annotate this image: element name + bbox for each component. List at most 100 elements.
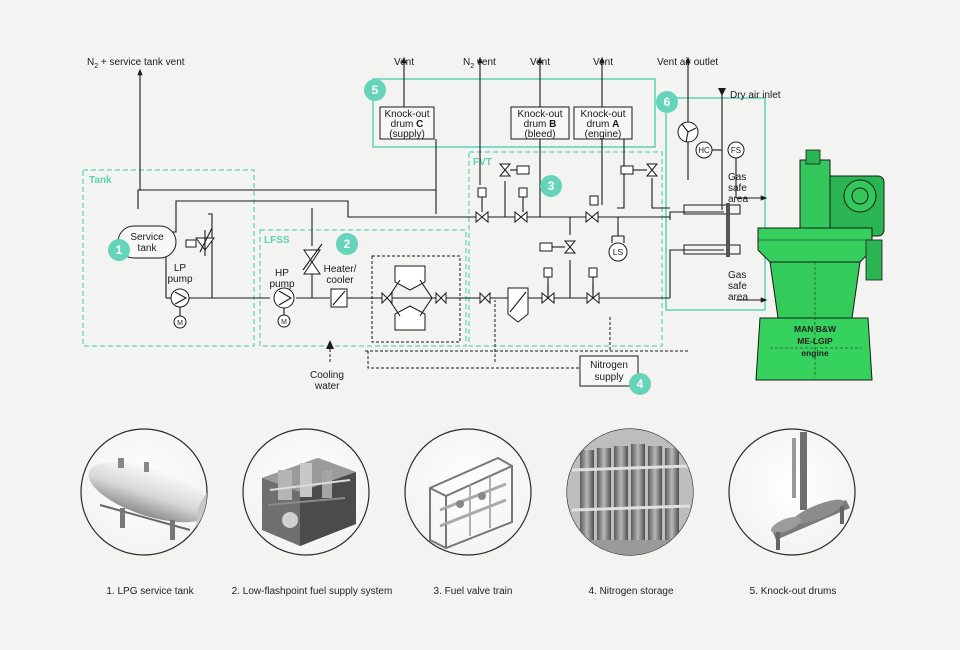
service-tank: Service tank (117, 225, 177, 259)
valve-icon (479, 291, 491, 305)
tank-zone-label: Tank (89, 175, 112, 186)
gas-safe-2-label-1: Gas (728, 270, 746, 281)
cooling-water-label-2: water (314, 381, 340, 392)
number-markers: 1 2 3 4 5 6 (108, 79, 678, 395)
photo-fuel-valve-train (404, 428, 532, 556)
photo-nitrogen-storage (566, 428, 694, 556)
valve-icon (586, 291, 600, 305)
vent-label-2: Vent (530, 57, 550, 68)
heater-label-1: Heater/ (324, 264, 357, 275)
dry-air-inlet-label: Dry air inlet (730, 90, 781, 101)
kod-b-label-3: (bleed) (524, 129, 555, 140)
marker-6-circle (656, 91, 678, 113)
kod-b-label-1: Knock-out (517, 109, 562, 120)
lfss-relief-valve (302, 243, 323, 275)
marker-3-circle (540, 175, 562, 197)
vent-labels: N2 + service tank vent Vent N2 vent Vent… (87, 57, 781, 392)
photo-captions: 1. LPG service tank 2. Low-flashpoint fu… (106, 586, 836, 597)
level-switch: LS (608, 235, 628, 262)
caption-3: 3. Fuel valve train (434, 586, 513, 597)
nitrogen-label-1: Nitrogen (590, 360, 628, 371)
engine-label-3: engine (801, 348, 829, 358)
knockout-drum-b: Knock-out drum B (bleed) (510, 106, 570, 140)
hp-pump: M HP pump (269, 268, 295, 328)
lp-pump: M LP pump (167, 263, 193, 329)
vent-label-1: Vent (394, 57, 414, 68)
ls-label: LS (613, 247, 624, 257)
marker-6: 6 (664, 95, 671, 109)
kod-b-label-2: drum B (524, 119, 557, 130)
kod-a-label-2: drum A (587, 119, 620, 130)
valve-icon (514, 210, 528, 224)
valve-icon (475, 210, 489, 224)
knockout-drum-a: Knock-out drum A (engine) (573, 106, 633, 140)
knockout-drum-c: Knock-out drum C (supply) (379, 106, 435, 140)
marker-5: 5 (372, 83, 379, 97)
caption-1: 1. LPG service tank (106, 586, 194, 597)
valve-set (475, 163, 659, 305)
gas-safe-zone-box (665, 97, 766, 311)
tank-zone-box (82, 169, 255, 347)
fs-label: FS (731, 146, 741, 155)
knockout-zone-box (372, 78, 656, 148)
kod-a-label-1: Knock-out (580, 109, 625, 120)
service-tank-label-2: tank (138, 243, 158, 254)
marker-1-circle (108, 239, 130, 261)
kod-c-label-2: drum C (391, 119, 424, 130)
valve-icon (498, 163, 512, 177)
engine-label-1: MAN B&W (794, 324, 837, 334)
gas-safe-2-label-3: area (728, 292, 748, 303)
lp-motor-label: M (177, 320, 183, 327)
photo-knockout-drums (728, 428, 856, 556)
gas-safe-1-label-2: safe (728, 183, 747, 194)
kod-c-label-1: Knock-out (384, 109, 429, 120)
valve-icon (563, 240, 577, 254)
lp-pump-label-2: pump (167, 274, 192, 285)
engine-label-2: ME-LGIP (797, 336, 833, 346)
nitrogen-label-2: supply (595, 372, 624, 383)
marker-4-circle (629, 373, 651, 395)
n2-vent-label: N2 vent (463, 57, 496, 70)
zone-boxes: Tank LFSS FVT (82, 78, 766, 347)
marker-5-circle (364, 79, 386, 101)
service-tank-label-1: Service (130, 232, 164, 243)
vent-air-outlet-label: Vent air outlet (657, 57, 718, 68)
heater-cooler: Heater/ cooler (324, 264, 357, 308)
hc-label: HC (698, 146, 710, 155)
gas-safe-1-label-1: Gas (728, 172, 746, 183)
kod-a-label-3: (engine) (585, 129, 622, 140)
marker-3: 3 (548, 179, 555, 193)
gas-safe-1-label-3: area (728, 194, 748, 205)
valve-icon (541, 291, 555, 305)
nitrogen-supply: Nitrogen supply (579, 355, 639, 387)
valve-icon (585, 210, 599, 224)
hp-pump-label-2: pump (269, 279, 294, 290)
engine-illustration: MAN B&W ME-LGIP engine (755, 149, 885, 381)
marker-2-circle (336, 233, 358, 255)
caption-4: 4. Nitrogen storage (588, 586, 673, 597)
kod-c-label-3: (supply) (389, 129, 425, 140)
caption-2: 2. Low-flashpoint fuel supply system (232, 586, 393, 597)
vent-label-3: Vent (593, 57, 613, 68)
hp-motor-label: M (281, 319, 287, 326)
cooling-water-label-1: Cooling (310, 370, 344, 381)
gas-safe-2-label-2: safe (728, 281, 747, 292)
heater-label-2: cooler (326, 275, 354, 286)
lfss-zone-label: LFSS (264, 235, 290, 246)
fvt-zone-box (468, 151, 663, 347)
marker-4: 4 (637, 377, 644, 391)
tank-relief-valve (185, 227, 215, 256)
photo-lfss (242, 428, 370, 556)
marker-2: 2 (344, 237, 351, 251)
lp-pump-label-1: LP (174, 263, 187, 274)
lfss-zone-box (259, 229, 467, 347)
valve-icon (645, 163, 659, 177)
n2-service-vent-label: N2 + service tank vent (87, 57, 185, 70)
ventilation-instruments: HC FS (677, 121, 745, 159)
fvt-zone-label: FVT (473, 157, 492, 168)
photo-lpg-tank (80, 428, 208, 556)
marker-1: 1 (116, 243, 123, 257)
caption-5: 5. Knock-out drums (750, 586, 837, 597)
